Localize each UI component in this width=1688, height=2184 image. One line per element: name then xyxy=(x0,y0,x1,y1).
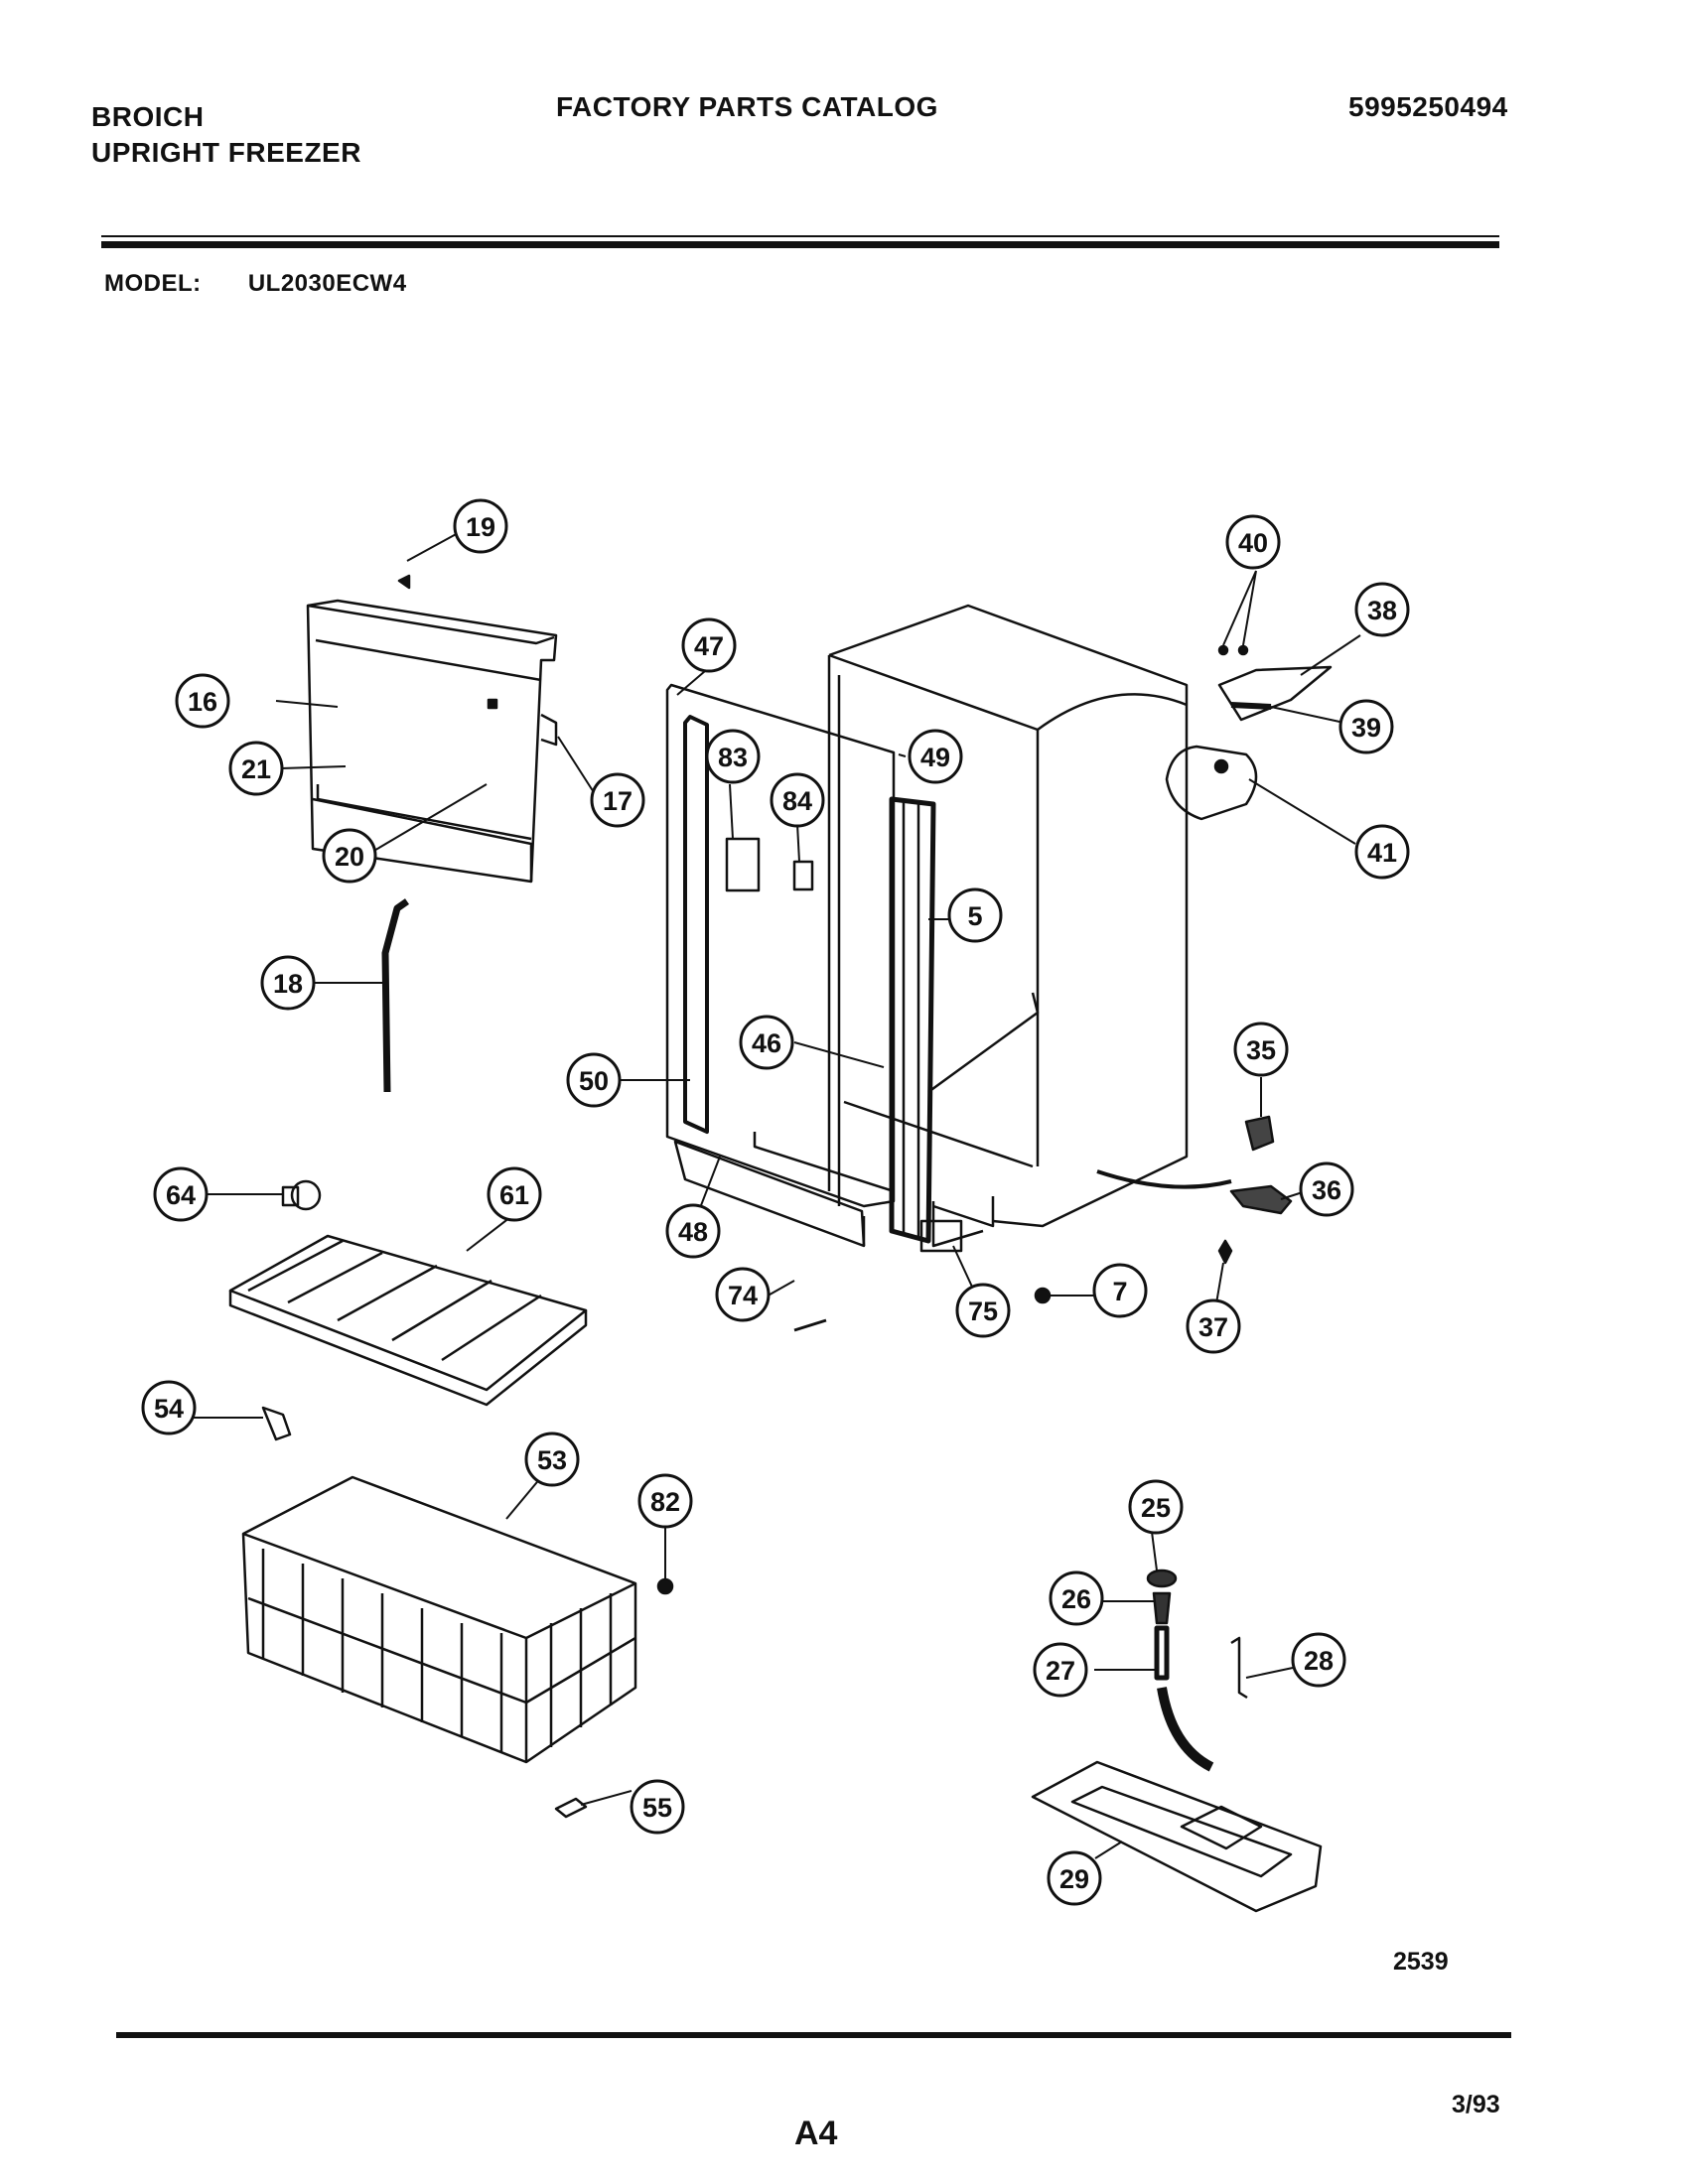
svg-text:83: 83 xyxy=(718,743,748,772)
model-number: UL2030ECW4 xyxy=(247,270,407,297)
svg-text:64: 64 xyxy=(166,1180,196,1210)
callout-5: 5 xyxy=(947,887,1003,943)
brand-name: BROICH xyxy=(91,101,205,132)
svg-text:39: 39 xyxy=(1351,713,1381,743)
leader-lines xyxy=(189,531,1361,1859)
callout-7: 7 xyxy=(1092,1263,1148,1318)
svg-text:49: 49 xyxy=(920,743,950,772)
model-line: MODEL: UL2030ECW4 xyxy=(104,270,407,298)
evaporator-coil xyxy=(889,796,936,1244)
page-id: A4 xyxy=(794,2115,838,2152)
callout-29: 29 xyxy=(1047,1850,1102,1906)
svg-text:5: 5 xyxy=(967,901,982,931)
svg-text:19: 19 xyxy=(466,512,495,542)
hinge-hardware xyxy=(793,1115,1293,1332)
wire-shelf xyxy=(228,1179,588,1407)
svg-text:16: 16 xyxy=(188,687,217,717)
callout-40: 40 xyxy=(1225,514,1281,570)
svg-text:37: 37 xyxy=(1198,1312,1228,1342)
callout-18: 18 xyxy=(260,955,316,1011)
header-rule-thin xyxy=(101,235,1499,237)
svg-text:7: 7 xyxy=(1112,1277,1127,1306)
catalog-title: FACTORY PARTS CATALOG xyxy=(556,91,938,122)
callout-48: 48 xyxy=(665,1203,721,1259)
callout-25: 25 xyxy=(1128,1479,1184,1535)
svg-text:75: 75 xyxy=(968,1297,998,1326)
callout-27: 27 xyxy=(1033,1642,1088,1698)
brand-block: BROICH UPRIGHT FREEZER xyxy=(91,99,361,171)
callout-49: 49 xyxy=(908,729,963,784)
svg-text:18: 18 xyxy=(273,969,303,999)
svg-text:36: 36 xyxy=(1312,1175,1341,1205)
svg-text:74: 74 xyxy=(728,1281,758,1310)
figure-number: 2539 xyxy=(1393,1948,1449,1976)
callout-37: 37 xyxy=(1186,1298,1241,1354)
callout-82: 82 xyxy=(637,1473,693,1529)
svg-text:48: 48 xyxy=(678,1217,708,1247)
callout-21: 21 xyxy=(228,741,284,796)
callout-16: 16 xyxy=(175,673,230,729)
svg-text:21: 21 xyxy=(241,754,271,784)
wire-basket xyxy=(241,1406,674,1819)
callout-84: 84 xyxy=(770,772,825,828)
drain-tube xyxy=(381,898,410,1093)
svg-text:17: 17 xyxy=(603,786,633,816)
catalog-part-number: 5995250494 xyxy=(1348,91,1508,122)
svg-text:50: 50 xyxy=(579,1066,609,1096)
svg-text:20: 20 xyxy=(335,842,364,872)
callout-17: 17 xyxy=(590,772,645,828)
footer-rule xyxy=(116,2032,1511,2038)
callout-36: 36 xyxy=(1299,1161,1354,1217)
svg-text:46: 46 xyxy=(752,1028,781,1058)
callout-53: 53 xyxy=(524,1432,580,1487)
callout-64: 64 xyxy=(153,1166,209,1222)
svg-text:26: 26 xyxy=(1061,1584,1091,1614)
model-label: MODEL: xyxy=(104,270,202,297)
thermostat-assembly xyxy=(1096,644,1333,1189)
callout-38: 38 xyxy=(1354,582,1410,637)
svg-text:35: 35 xyxy=(1246,1035,1276,1065)
svg-text:41: 41 xyxy=(1367,838,1397,868)
svg-text:55: 55 xyxy=(642,1793,672,1823)
callout-41: 41 xyxy=(1354,824,1410,880)
callout-61: 61 xyxy=(487,1166,542,1222)
svg-text:61: 61 xyxy=(499,1180,529,1210)
callout-28: 28 xyxy=(1291,1632,1346,1688)
header-rule xyxy=(101,241,1499,248)
svg-text:27: 27 xyxy=(1046,1656,1075,1686)
revision-date: 3/93 xyxy=(1452,2091,1500,2118)
svg-text:54: 54 xyxy=(154,1394,184,1424)
callout-20: 20 xyxy=(322,828,377,884)
drain-pan-assembly xyxy=(1031,1569,1323,1913)
callout-26: 26 xyxy=(1049,1570,1104,1626)
callout-54: 54 xyxy=(141,1380,197,1435)
callout-50: 50 xyxy=(566,1052,622,1108)
svg-text:28: 28 xyxy=(1304,1646,1334,1676)
svg-text:25: 25 xyxy=(1141,1493,1171,1523)
svg-text:82: 82 xyxy=(650,1487,680,1517)
callout-74: 74 xyxy=(715,1267,771,1322)
callout-47: 47 xyxy=(681,617,737,673)
callout-35: 35 xyxy=(1233,1022,1289,1077)
svg-text:47: 47 xyxy=(694,631,724,661)
svg-text:29: 29 xyxy=(1059,1864,1089,1894)
svg-text:38: 38 xyxy=(1367,596,1397,625)
svg-text:53: 53 xyxy=(537,1445,567,1475)
svg-text:40: 40 xyxy=(1238,528,1268,558)
callout-46: 46 xyxy=(739,1015,794,1070)
svg-text:84: 84 xyxy=(782,786,812,816)
door-gasket-assembly xyxy=(665,683,896,1248)
callout-55: 55 xyxy=(630,1779,685,1835)
freezer-cabinet xyxy=(827,604,1189,1248)
product-type: UPRIGHT FREEZER xyxy=(91,137,361,168)
callout-83: 83 xyxy=(705,729,761,784)
callout-39: 39 xyxy=(1338,699,1394,754)
callout-75: 75 xyxy=(955,1283,1011,1338)
callout-19: 19 xyxy=(453,498,508,554)
